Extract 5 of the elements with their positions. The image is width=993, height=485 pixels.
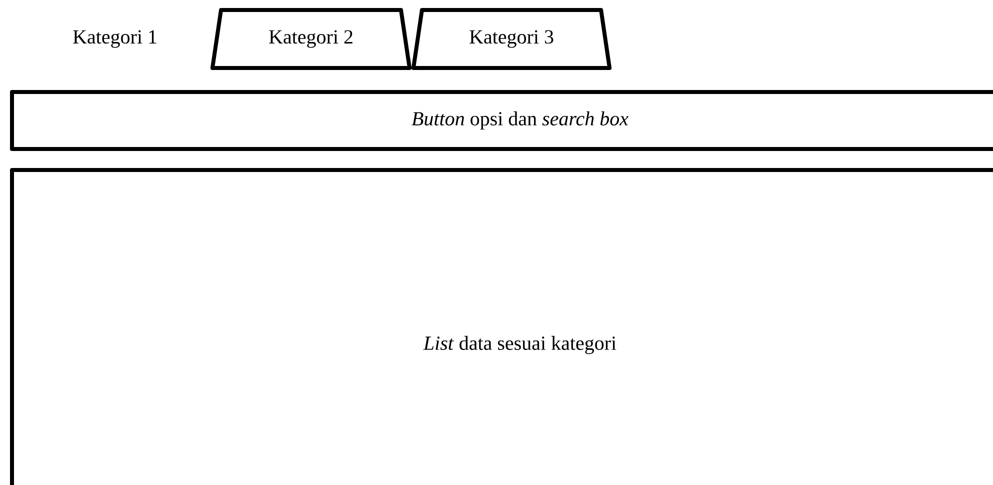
- list-panel: List data sesuai kategori: [10, 168, 993, 485]
- tab: Kategori 2: [210, 8, 412, 70]
- tab: Kategori 3: [411, 8, 612, 70]
- tab-label: Kategori 1: [73, 30, 156, 48]
- toolbar-box: Button opsi dan search box: [10, 90, 993, 151]
